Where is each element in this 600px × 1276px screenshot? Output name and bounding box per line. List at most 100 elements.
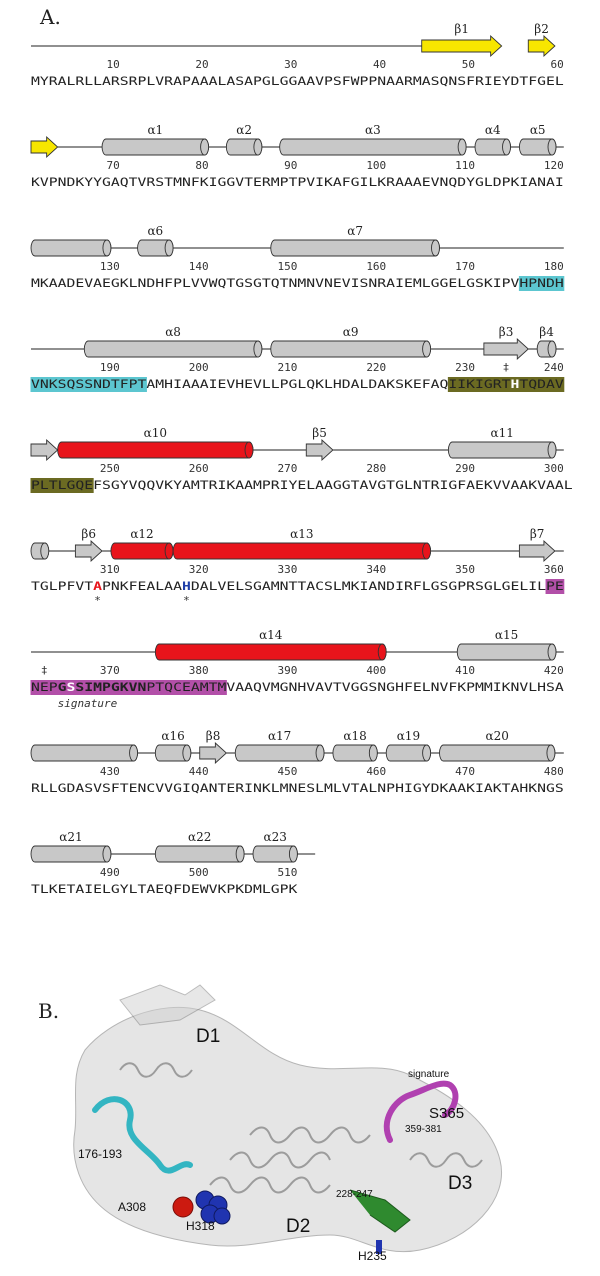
sse-label: α2 — [236, 123, 252, 137]
helix-α22 — [154, 845, 245, 863]
sse-label: β6 — [81, 527, 96, 541]
helix-α12 — [110, 542, 174, 560]
ruler-number: 350 — [455, 563, 475, 576]
sse-label: α13 — [290, 527, 313, 541]
sse-label: α1 — [147, 123, 163, 137]
sse-label: α5 — [530, 123, 546, 137]
helix-α8 — [83, 340, 263, 358]
h235-annotation: H235 — [358, 1249, 387, 1263]
ruler-number: 400 — [366, 664, 386, 677]
sse-label: α8 — [165, 325, 181, 339]
highlight-olive — [30, 478, 94, 493]
helix-α9 — [270, 340, 432, 358]
green-segment-228-247 — [349, 1189, 411, 1233]
panel-a-label: A. — [39, 5, 61, 29]
ruler-number: 20 — [195, 58, 208, 71]
helix-end-cap — [253, 138, 263, 156]
helix-end-cap — [102, 845, 112, 863]
ruler-number: 270 — [278, 462, 298, 475]
sse-label: α3 — [365, 123, 381, 137]
sse-label: β2 — [534, 22, 549, 36]
helix-end-cap — [422, 744, 432, 762]
sse-label: α23 — [264, 830, 287, 844]
strand-β1 — [421, 34, 503, 58]
ruler-number: 130 — [100, 260, 120, 273]
strand-β8 — [199, 741, 228, 765]
ruler-number: 340 — [366, 563, 386, 576]
sse-label: α18 — [343, 729, 366, 743]
ruler-number: 30 — [284, 58, 297, 71]
residue-mark: * — [183, 594, 190, 607]
sse-label: α21 — [59, 830, 82, 844]
ruler-number: 10 — [107, 58, 120, 71]
ruler-number: 430 — [100, 765, 120, 778]
ruler-number: 250 — [100, 462, 120, 475]
ruler-number: 150 — [278, 260, 298, 273]
ruler-number: 200 — [189, 361, 209, 374]
ruler-number: 110 — [455, 159, 475, 172]
ruler-number: 260 — [189, 462, 209, 475]
helix-α10 — [57, 441, 254, 459]
ruler-number: 120 — [544, 159, 564, 172]
ruler-number: 300 — [544, 462, 564, 475]
ruler-number: 390 — [278, 664, 298, 677]
residue-mark: * — [94, 594, 101, 607]
helix-segment — [30, 744, 138, 762]
ruler-number: 480 — [544, 765, 564, 778]
highlight-cyan — [518, 276, 565, 291]
helix-end-cap — [546, 744, 556, 762]
sse-label: β4 — [539, 325, 554, 339]
ruler-number: 60 — [551, 58, 564, 71]
helix-end-cap — [102, 239, 112, 257]
helix-end-cap — [244, 441, 254, 459]
ruler-number: 220 — [366, 361, 386, 374]
ruler-number: 100 — [366, 159, 386, 172]
h235-residue — [376, 1240, 382, 1254]
helix-α7 — [270, 239, 440, 257]
helix-end-cap — [253, 340, 263, 358]
helix-end-cap — [235, 845, 245, 863]
ruler-number: 330 — [278, 563, 298, 576]
sse-label: β7 — [530, 527, 545, 541]
magenta-segment-signature — [383, 1080, 459, 1143]
helix-segment — [30, 239, 112, 257]
ruler-number: 160 — [366, 260, 386, 273]
helix-α15 — [456, 643, 557, 661]
helix-coils — [119, 1062, 483, 1194]
ruler-number: 460 — [366, 765, 386, 778]
structure-backbone — [73, 984, 502, 1253]
strand-β3 — [483, 337, 529, 361]
ruler-number: 210 — [278, 361, 298, 374]
s365-annotation: S365 — [429, 1105, 464, 1122]
helix-end-cap — [422, 542, 432, 560]
helix-end-cap — [200, 138, 210, 156]
residue-mark: ‡ — [503, 361, 510, 374]
helix-end-cap — [368, 744, 378, 762]
helix-α21 — [30, 845, 112, 863]
sse-label: α14 — [259, 628, 283, 642]
ruler-number: 70 — [107, 159, 120, 172]
helix-end-cap — [182, 744, 192, 762]
helix-end-cap — [129, 744, 139, 762]
sse-label: β3 — [499, 325, 514, 339]
range-176-193-annotation: 176-193 — [78, 1147, 122, 1161]
ruler-number: 320 — [189, 563, 209, 576]
helix-α1 — [101, 138, 210, 156]
domain-d1-label: D1 — [196, 1026, 220, 1047]
ruler-number: 510 — [278, 866, 298, 879]
helix-end-cap — [431, 239, 440, 257]
